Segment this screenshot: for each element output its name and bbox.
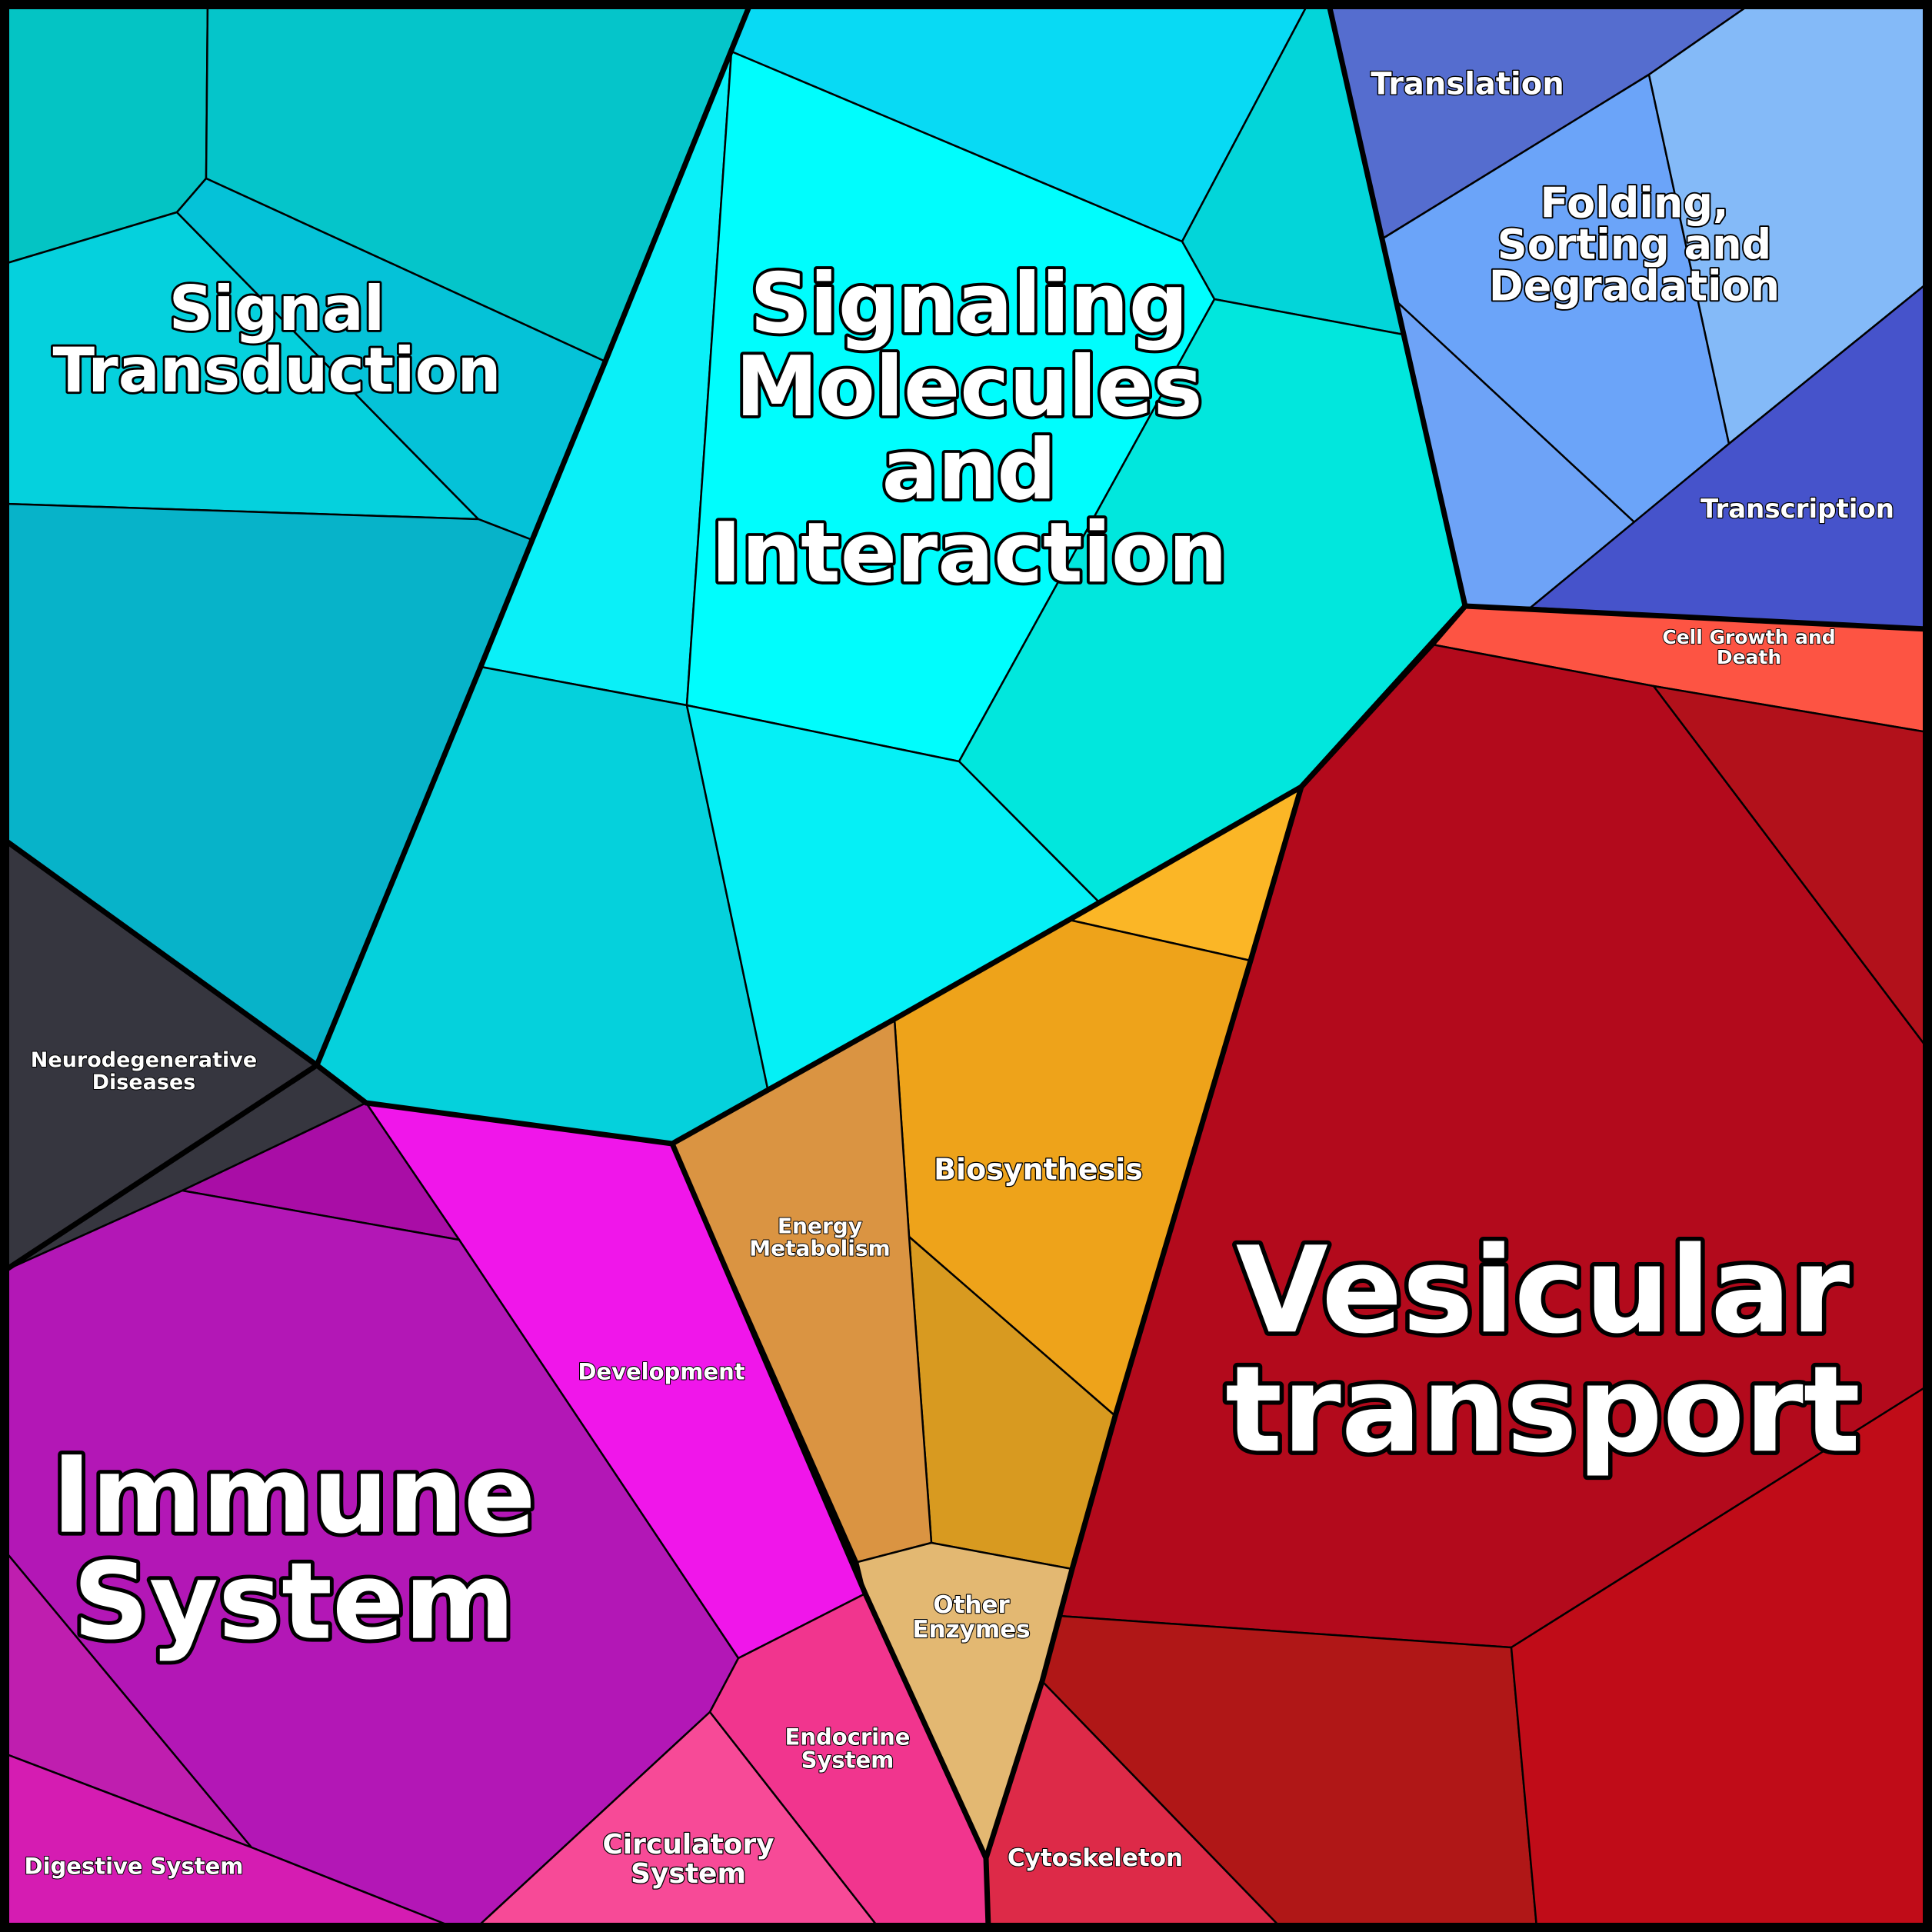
label-line: Death: [1717, 646, 1781, 668]
label-line: Diseases: [92, 1071, 196, 1094]
label-line: Degradation: [1489, 261, 1780, 310]
label-line: Neurodegenerative: [31, 1048, 257, 1072]
label-line: Development: [578, 1358, 744, 1384]
label-development: Development: [578, 1358, 744, 1384]
label-line: Metabolism: [749, 1236, 890, 1261]
region-metabolism: [671, 785, 1303, 1571]
label-line: Signal: [169, 273, 385, 345]
label-line: Vesicular: [1236, 1221, 1850, 1360]
label-line: System: [73, 1540, 515, 1664]
label-biosynthesis: Biosynthesis: [934, 1153, 1143, 1187]
label-line: Signaling: [750, 256, 1188, 352]
label-line: Interaction: [711, 505, 1227, 601]
label-line: System: [631, 1858, 746, 1890]
label-line: Digestive System: [25, 1853, 244, 1879]
label-line: Other: [933, 1591, 1010, 1619]
region-organismal-systems: [3, 1101, 867, 1929]
label-translation: Translation: [1371, 66, 1564, 102]
region-genetic-information: [1327, 3, 1929, 631]
label-line: Molecules: [735, 339, 1202, 435]
label-line: Energy: [778, 1214, 862, 1239]
label-line: Biosynthesis: [934, 1153, 1143, 1187]
label-line: Sorting and: [1497, 220, 1771, 268]
label-line: Transduction: [52, 335, 501, 406]
label-transcription: Transcription: [1700, 494, 1894, 525]
label-line: Endocrine: [785, 1724, 911, 1750]
label-line: Folding,: [1540, 178, 1728, 227]
label-line: Enzymes: [912, 1616, 1030, 1644]
label-line: transport: [1225, 1340, 1860, 1479]
label-line: Translation: [1371, 66, 1564, 102]
label-line: Transcription: [1700, 494, 1894, 525]
label-line: Cell Growth and: [1662, 626, 1835, 648]
label-line: System: [801, 1747, 894, 1773]
region-signaling-molecules: [315, 3, 1467, 1145]
label-line: and: [881, 422, 1056, 518]
label-line: Immune: [52, 1434, 535, 1557]
label-line: Circulatory: [602, 1829, 774, 1860]
label-line: Cytoskeleton: [1008, 1844, 1183, 1872]
label-digestive-system: Digestive System: [25, 1853, 244, 1879]
label-cytoskeleton: Cytoskeleton: [1008, 1844, 1183, 1872]
region-vesicular-transport: [1041, 643, 1929, 1929]
